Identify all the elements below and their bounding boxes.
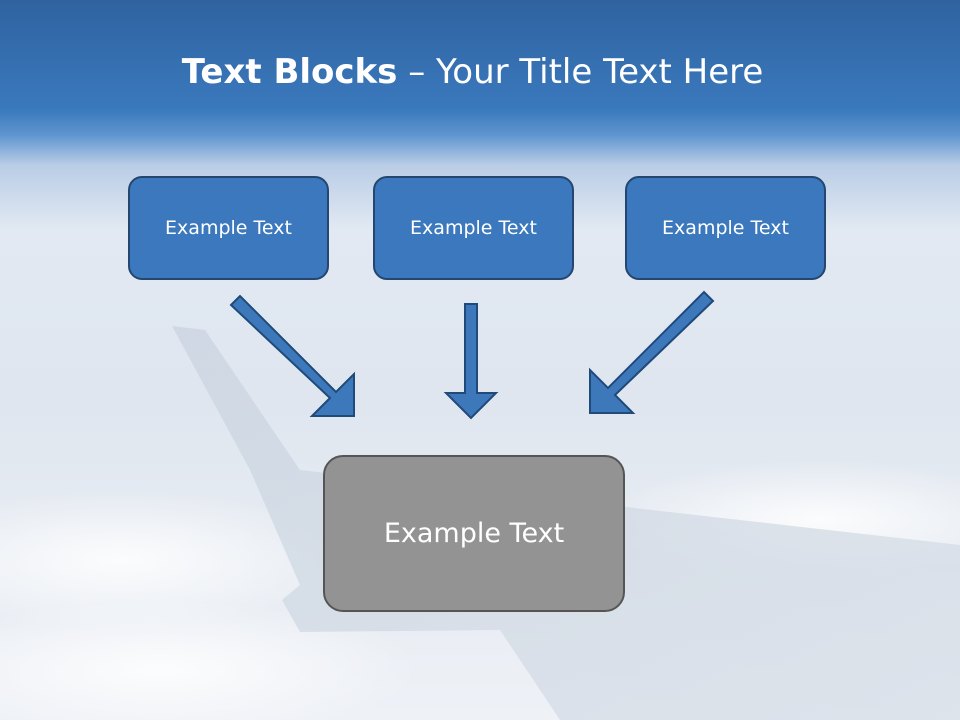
slide-title: Text Blocks – Your Title Text Here	[0, 52, 945, 92]
arrow-down-left-icon	[589, 290, 715, 414]
text-block-left[interactable]: Example Text	[128, 176, 329, 280]
title-rest: Your Title Text Here	[436, 52, 764, 92]
result-block-label: Example Text	[383, 518, 565, 549]
title-bold: Text Blocks	[181, 52, 398, 92]
text-block-center-label: Example Text	[410, 217, 537, 239]
text-block-right[interactable]: Example Text	[625, 176, 826, 280]
text-block-left-label: Example Text	[165, 217, 292, 239]
arrow-down-right-icon	[229, 294, 355, 417]
text-block-center[interactable]: Example Text	[373, 176, 574, 280]
result-block[interactable]: Example Text	[323, 455, 625, 612]
cloud-left	[0, 490, 350, 630]
text-block-right-label: Example Text	[662, 217, 789, 239]
title-separator: –	[408, 52, 426, 92]
arrow-down-icon	[443, 303, 499, 420]
